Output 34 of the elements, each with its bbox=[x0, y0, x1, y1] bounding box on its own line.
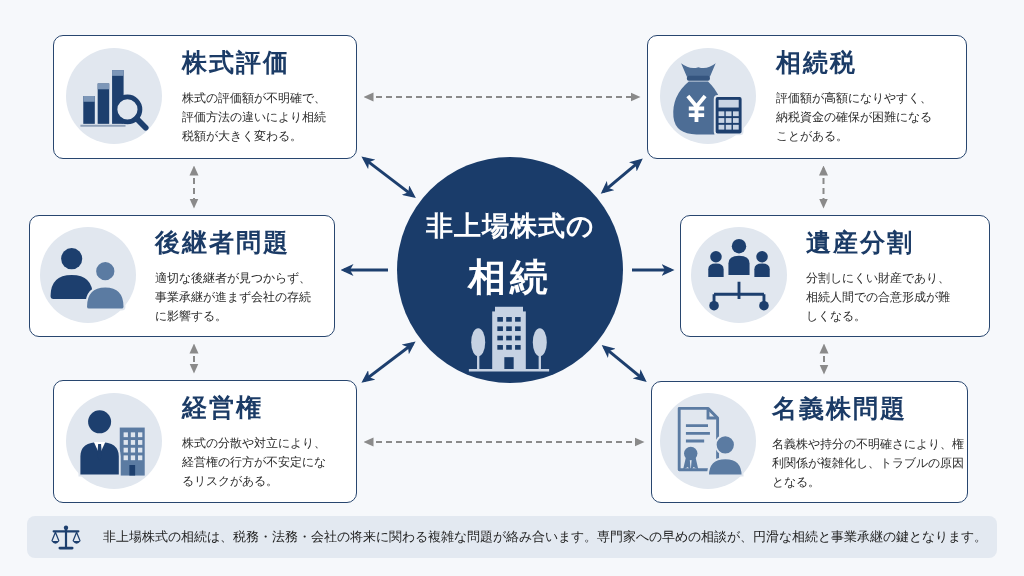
card-title: 相続税 bbox=[776, 47, 858, 79]
topic-card bbox=[651, 381, 968, 503]
double-headed-arrow bbox=[600, 158, 643, 194]
dashed-double-headed-arrow bbox=[819, 165, 828, 209]
dashed-double-headed-arrow bbox=[363, 437, 645, 447]
card-description: 株式の分散や対立により、経営権の行方が不安定になるリスクがある。 bbox=[182, 435, 328, 490]
card-description: 株式の評価額が不明確で、評価方法の違いにより相続税額が大きく変わる。 bbox=[182, 90, 328, 145]
topic-card bbox=[53, 380, 357, 503]
double-headed-arrow bbox=[601, 345, 647, 382]
dashed-double-headed-arrow bbox=[189, 165, 199, 209]
card-title: 遺産分割 bbox=[806, 227, 915, 259]
circle-heading: 非上場株式の bbox=[425, 209, 595, 243]
topic-card bbox=[53, 35, 357, 159]
topic-card bbox=[647, 35, 967, 159]
dashed-double-headed-arrow bbox=[363, 92, 641, 102]
dashed-double-headed-arrow bbox=[189, 343, 199, 374]
double-headed-arrow bbox=[361, 341, 416, 383]
card-description: 名義株や持分の不明確さにより、権利関係が複雑化し、トラブルの原因となる。 bbox=[772, 436, 965, 491]
topic-card bbox=[680, 215, 990, 337]
card-title: 後継者問題 bbox=[155, 227, 291, 259]
arrow bbox=[632, 264, 675, 276]
note-band bbox=[27, 516, 997, 558]
note-text: 非上場株式の相続は、税務・法務・会社の将来に関わる複雑な問題が絡み合います。専門家への早めの相談が、円滑な相続と事業承継の鍵となります。 bbox=[103, 528, 987, 546]
card-title: 経営権 bbox=[182, 392, 264, 424]
card-title: 株式評価 bbox=[182, 47, 291, 79]
card-description: 評価額が高額になりやすく、納税資金の確保が困難になることがある。 bbox=[776, 90, 934, 145]
card-title: 名義株問題 bbox=[772, 393, 908, 425]
topic-card bbox=[29, 215, 335, 337]
circle-title: 相続 bbox=[468, 254, 552, 300]
dashed-double-headed-arrow bbox=[819, 343, 829, 375]
card-description: 適切な後継者が見つからず、事業承継が進まず会社の存続に影響する。 bbox=[155, 270, 313, 325]
double-headed-arrow bbox=[361, 156, 416, 198]
arrow bbox=[340, 264, 388, 276]
card-description: 分割しにくい財産であり、相続人間での合意形成が難しくなる。 bbox=[806, 270, 952, 325]
